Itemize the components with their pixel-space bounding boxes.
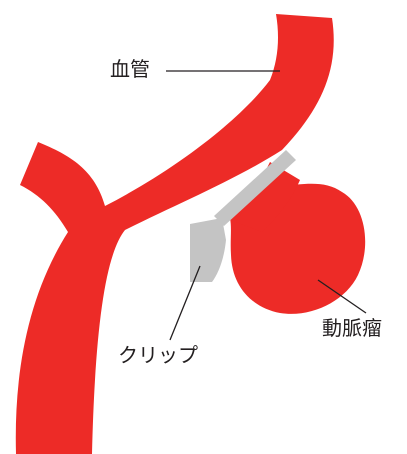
clip-leader-line bbox=[170, 266, 200, 340]
aneurysm-label: 動脈瘤 bbox=[322, 318, 382, 338]
vessel-label: 血管 bbox=[110, 59, 150, 79]
clip-head bbox=[190, 218, 226, 282]
clip-label: クリップ bbox=[118, 345, 198, 365]
